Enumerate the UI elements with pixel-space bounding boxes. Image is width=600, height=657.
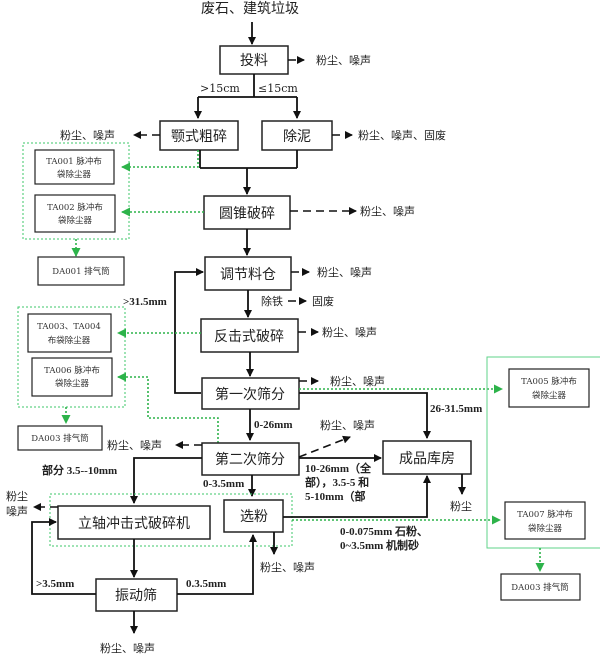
equipment-da003-right: DA003 排气筒 — [500, 573, 581, 601]
solid-waste-label: 固废 — [312, 294, 334, 308]
svg-text:立轴冲击式破碎机: 立轴冲击式破碎机 — [78, 516, 190, 532]
svg-text:颚式粗碎: 颚式粗碎 — [171, 129, 227, 145]
svg-text:袋除尘器: 袋除尘器 — [55, 378, 90, 389]
label-gt31-5mm: >31.5mm — [123, 296, 167, 308]
svg-text:DA001 排气筒: DA001 排气筒 — [52, 266, 109, 277]
emission-label: 粉尘、噪声 — [317, 265, 372, 279]
label-10-26mm: 5-10mm（部 — [305, 489, 366, 503]
svg-text:第二次筛分: 第二次筛分 — [215, 451, 285, 468]
equipment-ta006: TA006 脉冲布 袋除尘器 — [31, 357, 113, 397]
dust-label: 粉尘 — [6, 490, 28, 503]
process-warehouse: 成品库房 — [382, 440, 472, 475]
emission-label: 粉尘、噪声 — [60, 128, 115, 142]
process-feeding: 投料 — [219, 45, 289, 75]
products-label: 0~3.5mm 机制砂 — [340, 538, 419, 552]
emission-label: 粉尘、噪声 — [320, 418, 375, 432]
process-screen-2: 第二次筛分 — [201, 442, 300, 476]
label-10-26mm: 10-26mm（全 — [305, 461, 372, 475]
svg-text:TA002 脉冲布: TA002 脉冲布 — [47, 202, 103, 213]
label-0-26mm: 0-26mm — [254, 419, 293, 431]
process-vsi-crusher: 立轴冲击式破碎机 — [57, 505, 211, 540]
raw-material-label: 废石、建筑垃圾 — [201, 1, 299, 17]
process-vibrating-screen: 振动筛 — [95, 578, 178, 612]
dust-collector-group-3 — [486, 356, 600, 549]
svg-text:成品库房: 成品库房 — [399, 451, 455, 467]
emission-label: 粉尘、噪声 — [100, 641, 155, 655]
svg-text:除泥: 除泥 — [283, 129, 311, 145]
svg-text:袋除尘器: 袋除尘器 — [528, 523, 563, 534]
svg-text:袋除尘器: 袋除尘器 — [58, 215, 93, 226]
svg-text:袋除尘器: 袋除尘器 — [57, 169, 92, 180]
svg-text:选粉: 选粉 — [240, 509, 268, 525]
svg-text:袋除尘器: 袋除尘器 — [532, 390, 567, 401]
equipment-da001: DA001 排气筒 — [37, 256, 125, 286]
iron-removal-label: 除铁 — [261, 294, 283, 308]
svg-text:TA006 脉冲布: TA006 脉冲布 — [44, 365, 100, 376]
label-26-31-5mm: 26-31.5mm — [430, 403, 482, 415]
svg-text:DA003 排气筒: DA003 排气筒 — [511, 582, 568, 593]
process-impact-crush: 反击式破碎 — [200, 318, 299, 353]
svg-text:TA003、TA004: TA003、TA004 — [37, 322, 101, 332]
noise-label: 噪声 — [6, 504, 28, 518]
label-part-3-5-10mm: 部分 3.5--10mm — [42, 463, 117, 477]
emission-label: 粉尘、噪声 — [260, 560, 315, 574]
equipment-ta002: TA002 脉冲布 袋除尘器 — [34, 194, 116, 233]
svg-text:TA005 脉冲布: TA005 脉冲布 — [521, 376, 577, 387]
label-gt3-5mm: >3.5mm — [36, 578, 74, 590]
svg-text:DA003 排气筒: DA003 排气筒 — [31, 433, 88, 444]
process-mud-removal: 除泥 — [261, 120, 333, 151]
label-le15cm: ≤15cm — [258, 82, 298, 95]
equipment-da003-left: DA003 排气筒 — [17, 425, 103, 451]
process-cone-crush: 圆锥破碎 — [203, 195, 291, 230]
equipment-ta003-ta004: TA003、TA004 布袋除尘器 — [27, 313, 112, 353]
equipment-ta001: TA001 脉冲布 袋除尘器 — [34, 149, 115, 185]
svg-text:反击式破碎: 反击式破碎 — [214, 329, 284, 345]
process-powder-select: 选粉 — [223, 499, 284, 533]
label-gt15cm: >15cm — [200, 82, 240, 95]
svg-text:圆锥破碎: 圆锥破碎 — [219, 206, 275, 222]
svg-text:第一次筛分: 第一次筛分 — [215, 386, 285, 403]
dust-collector-group-1 — [22, 142, 130, 240]
process-buffer-bin: 调节料仓 — [204, 256, 292, 291]
products-label: 0-0.075mm 石粉、 — [340, 524, 428, 538]
label-10-26mm: 部），3.5-5 和 — [305, 475, 369, 489]
process-jaw-crush: 颚式粗碎 — [159, 120, 239, 151]
equipment-ta007: TA007 脉冲布 袋除尘器 — [504, 501, 586, 540]
svg-text:调节料仓: 调节料仓 — [220, 267, 276, 283]
label-0-3-5mm: 0-3.5mm — [203, 478, 244, 490]
process-screen-1: 第一次筛分 — [201, 377, 300, 410]
emission-label: 粉尘、噪声 — [330, 374, 385, 388]
label-0-3-5mm-b: 0.3.5mm — [186, 578, 226, 590]
emission-label: 粉尘、噪声 — [322, 325, 377, 339]
dust-collector-group-2 — [17, 306, 126, 408]
equipment-ta005: TA005 脉冲布 袋除尘器 — [508, 368, 590, 408]
dust-label: 粉尘 — [450, 500, 472, 513]
svg-text:布袋除尘器: 布袋除尘器 — [48, 335, 91, 346]
emission-label: 粉尘、噪声、固废 — [358, 128, 446, 142]
emission-label: 粉尘、噪声 — [360, 204, 415, 218]
emission-label: 粉尘、噪声 — [316, 53, 371, 67]
svg-text:TA001 脉冲布: TA001 脉冲布 — [46, 156, 102, 167]
emission-label: 粉尘、噪声 — [107, 438, 162, 452]
svg-text:TA007 脉冲布: TA007 脉冲布 — [517, 509, 573, 520]
svg-text:振动筛: 振动筛 — [115, 588, 157, 604]
svg-text:投料: 投料 — [240, 53, 268, 69]
